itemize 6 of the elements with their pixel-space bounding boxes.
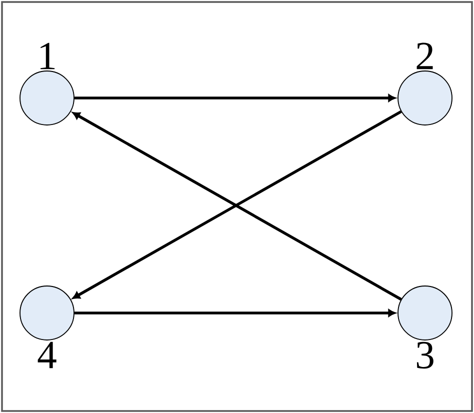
node-label: 1	[40, 42, 55, 70]
node-label: 3	[416, 342, 434, 369]
arrow	[74, 94, 396, 102]
node-label: 2	[416, 42, 433, 70]
arrow	[74, 309, 396, 317]
node-label: 4	[38, 342, 56, 368]
